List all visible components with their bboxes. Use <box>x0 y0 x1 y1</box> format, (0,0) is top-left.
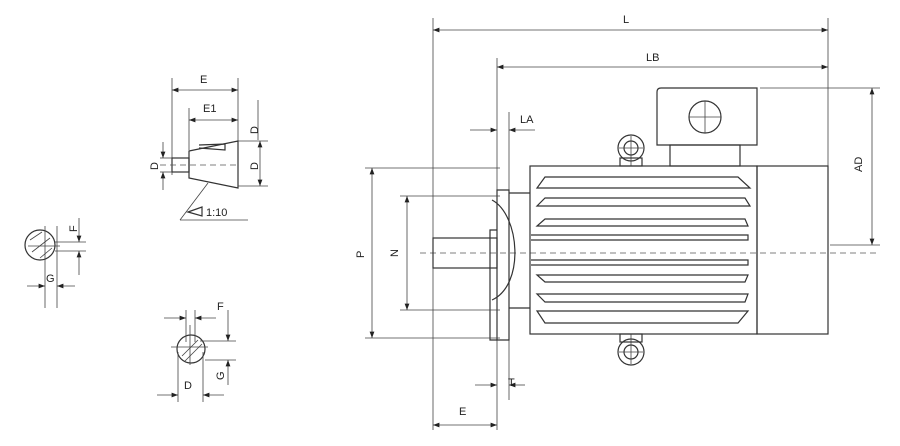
dim-label-G-bottom: G <box>215 371 227 380</box>
dim-label-N: N <box>389 249 401 257</box>
taper-ratio-label: 1:10 <box>206 207 227 219</box>
dim-label-F-left: F <box>68 225 80 232</box>
dim-label-P: P <box>355 251 367 258</box>
dim-label-E-detail: E <box>200 74 207 86</box>
lifting-eye-icon <box>617 134 645 167</box>
dim-label-G-left: G <box>46 273 55 285</box>
lifting-eye-icon <box>617 333 645 366</box>
dim-label-L: L <box>623 14 629 26</box>
motor-side-view: L LB LA AD P N T E <box>355 14 880 430</box>
dim-label-LB: LB <box>646 52 659 64</box>
dim-label-D-left: D <box>149 162 161 170</box>
tapered-shaft-detail: E E1 D D D 1:10 <box>149 74 268 221</box>
dim-label-LA: LA <box>520 114 534 126</box>
dim-label-D-upper: D <box>249 126 261 134</box>
dim-label-T: T <box>508 377 515 389</box>
shaft-section-bottom: F G D <box>157 301 236 402</box>
dim-label-AD: AD <box>853 157 865 172</box>
cooling-fins <box>531 176 752 324</box>
shaft-section-left: F G <box>24 218 86 308</box>
dim-label-D-bottom: D <box>184 380 192 392</box>
motor-frame <box>529 165 758 335</box>
taper-triangle-icon <box>186 206 203 217</box>
end-cover <box>756 165 829 335</box>
dim-label-E-main: E <box>459 406 466 418</box>
dim-label-F-bottom: F <box>217 301 224 313</box>
dim-label-E1: E1 <box>203 103 216 115</box>
dim-label-D-right: D <box>249 162 261 170</box>
terminal-box <box>656 87 758 167</box>
